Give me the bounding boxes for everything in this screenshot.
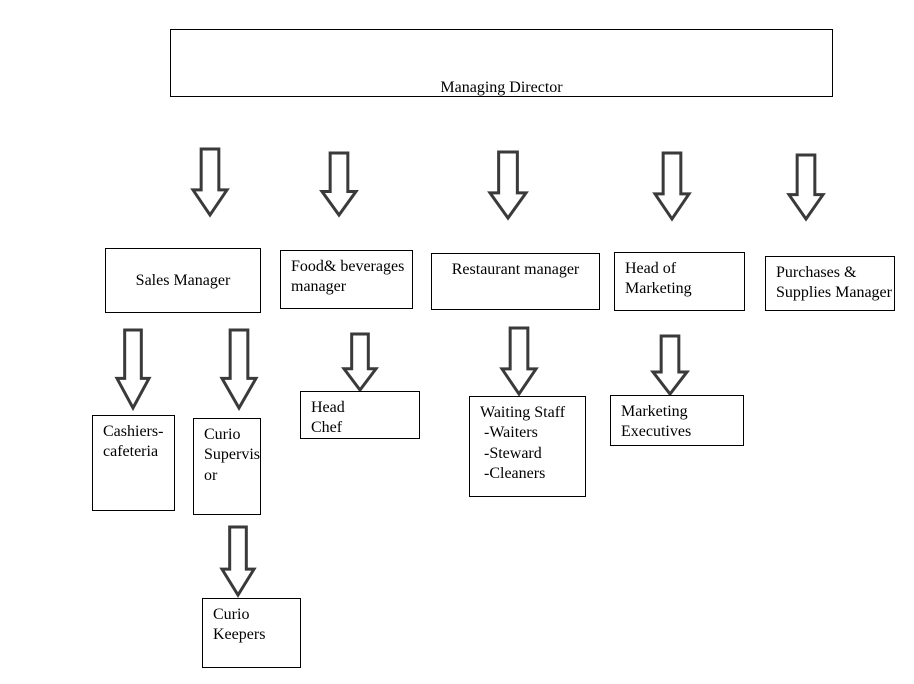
arrow-to-marketing-executives bbox=[653, 336, 687, 394]
org-node-restaurant-manager[interactable]: Restaurant manager bbox=[431, 253, 600, 310]
down-arrow-icon bbox=[344, 334, 376, 390]
org-node-label: Managing Director bbox=[440, 78, 563, 96]
org-node-label: Restaurant manager bbox=[451, 261, 580, 278]
org-node-cashiers-cafeteria[interactable]: Cashiers- cafeteria bbox=[92, 415, 175, 511]
arrow-to-sales-manager bbox=[193, 149, 227, 215]
org-node-waiting-staff[interactable]: Waiting Staff -Waiters -Steward -Cleaner… bbox=[469, 396, 586, 497]
arrow-to-waiting-staff bbox=[502, 328, 536, 394]
org-node-sales-manager[interactable]: Sales Manager bbox=[105, 248, 261, 313]
org-node-label: Curio Supervis or bbox=[204, 426, 260, 484]
down-arrow-icon bbox=[490, 152, 526, 218]
org-node-label: Sales Manager bbox=[135, 272, 231, 290]
down-arrow-icon bbox=[655, 153, 689, 219]
org-node-label: Marketing Executives bbox=[621, 403, 692, 441]
down-arrow-icon bbox=[117, 330, 149, 408]
org-node-head-of-marketing[interactable]: Head of Marketing bbox=[614, 252, 745, 311]
org-node-marketing-executives[interactable]: Marketing Executives bbox=[610, 395, 744, 446]
org-node-managing-director[interactable]: Managing Director bbox=[170, 29, 833, 97]
arrow-to-restaurant-manager bbox=[490, 152, 526, 218]
org-node-head-chef[interactable]: Head Chef bbox=[300, 391, 420, 439]
arrow-to-head-chef bbox=[344, 334, 376, 390]
down-arrow-icon bbox=[222, 527, 254, 595]
down-arrow-icon bbox=[789, 155, 823, 219]
org-node-label: Purchases & Supplies Manager bbox=[776, 264, 892, 302]
org-node-purchases-supplies[interactable]: Purchases & Supplies Manager bbox=[765, 256, 895, 311]
org-node-food-beverages[interactable]: Food& beverages manager bbox=[280, 250, 413, 309]
down-arrow-icon bbox=[653, 336, 687, 394]
down-arrow-icon bbox=[193, 149, 227, 215]
arrow-to-purchases-supplies bbox=[789, 155, 823, 219]
arrow-to-cashiers-cafeteria bbox=[117, 330, 149, 408]
org-node-label: Waiting Staff -Waiters -Steward -Cleaner… bbox=[480, 404, 566, 483]
down-arrow-icon bbox=[222, 330, 256, 408]
org-node-label: Curio Keepers bbox=[213, 606, 266, 644]
arrow-to-food-beverages bbox=[322, 153, 356, 215]
arrow-to-head-of-marketing bbox=[655, 153, 689, 219]
org-node-curio-keepers[interactable]: Curio Keepers bbox=[202, 598, 301, 668]
down-arrow-icon bbox=[502, 328, 536, 394]
org-node-label: Head of Marketing bbox=[625, 260, 692, 298]
org-node-label: Food& beverages manager bbox=[291, 258, 405, 296]
arrow-to-curio-supervisor bbox=[222, 330, 256, 408]
org-node-label: Head Chef bbox=[311, 399, 345, 437]
org-node-curio-supervisor[interactable]: Curio Supervis or bbox=[193, 418, 261, 515]
arrow-to-curio-keepers bbox=[222, 527, 254, 595]
down-arrow-icon bbox=[322, 153, 356, 215]
org-node-label: Cashiers- cafeteria bbox=[103, 423, 164, 461]
